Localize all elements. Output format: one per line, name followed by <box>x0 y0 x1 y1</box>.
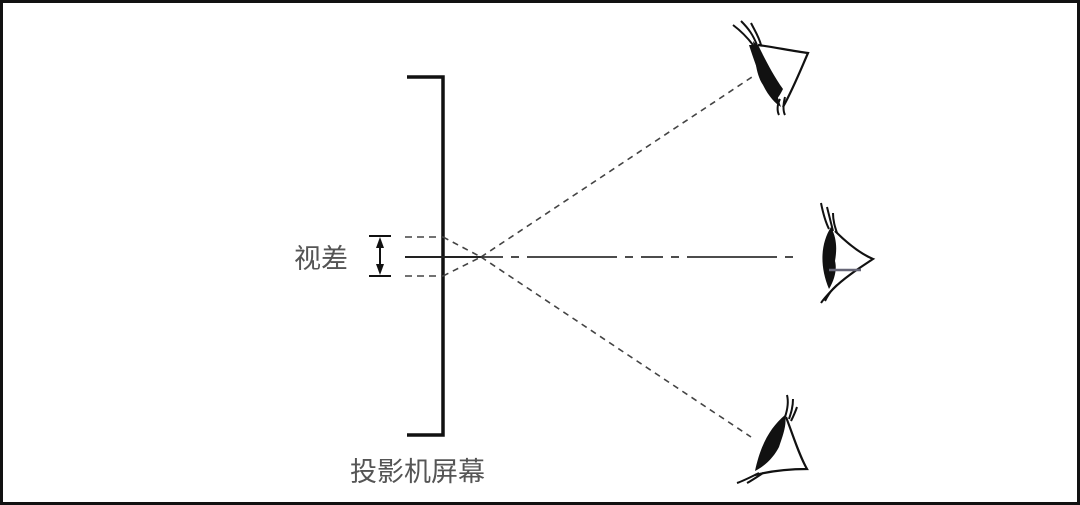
diagram-svg <box>369 20 876 484</box>
parallax-arrow <box>369 235 391 277</box>
cross-line-bottom <box>442 256 482 277</box>
eye-middle-icon <box>820 202 876 304</box>
projector-screen-label: 投影机屏幕 <box>350 457 485 488</box>
parallax-label: 视差 <box>294 244 348 275</box>
cross-line-top <box>442 236 482 258</box>
sight-line-bottom-eye <box>480 256 752 438</box>
sight-line-top-eye <box>480 74 756 258</box>
eye-bottom-icon <box>736 394 809 484</box>
eye-top-icon <box>732 20 810 116</box>
